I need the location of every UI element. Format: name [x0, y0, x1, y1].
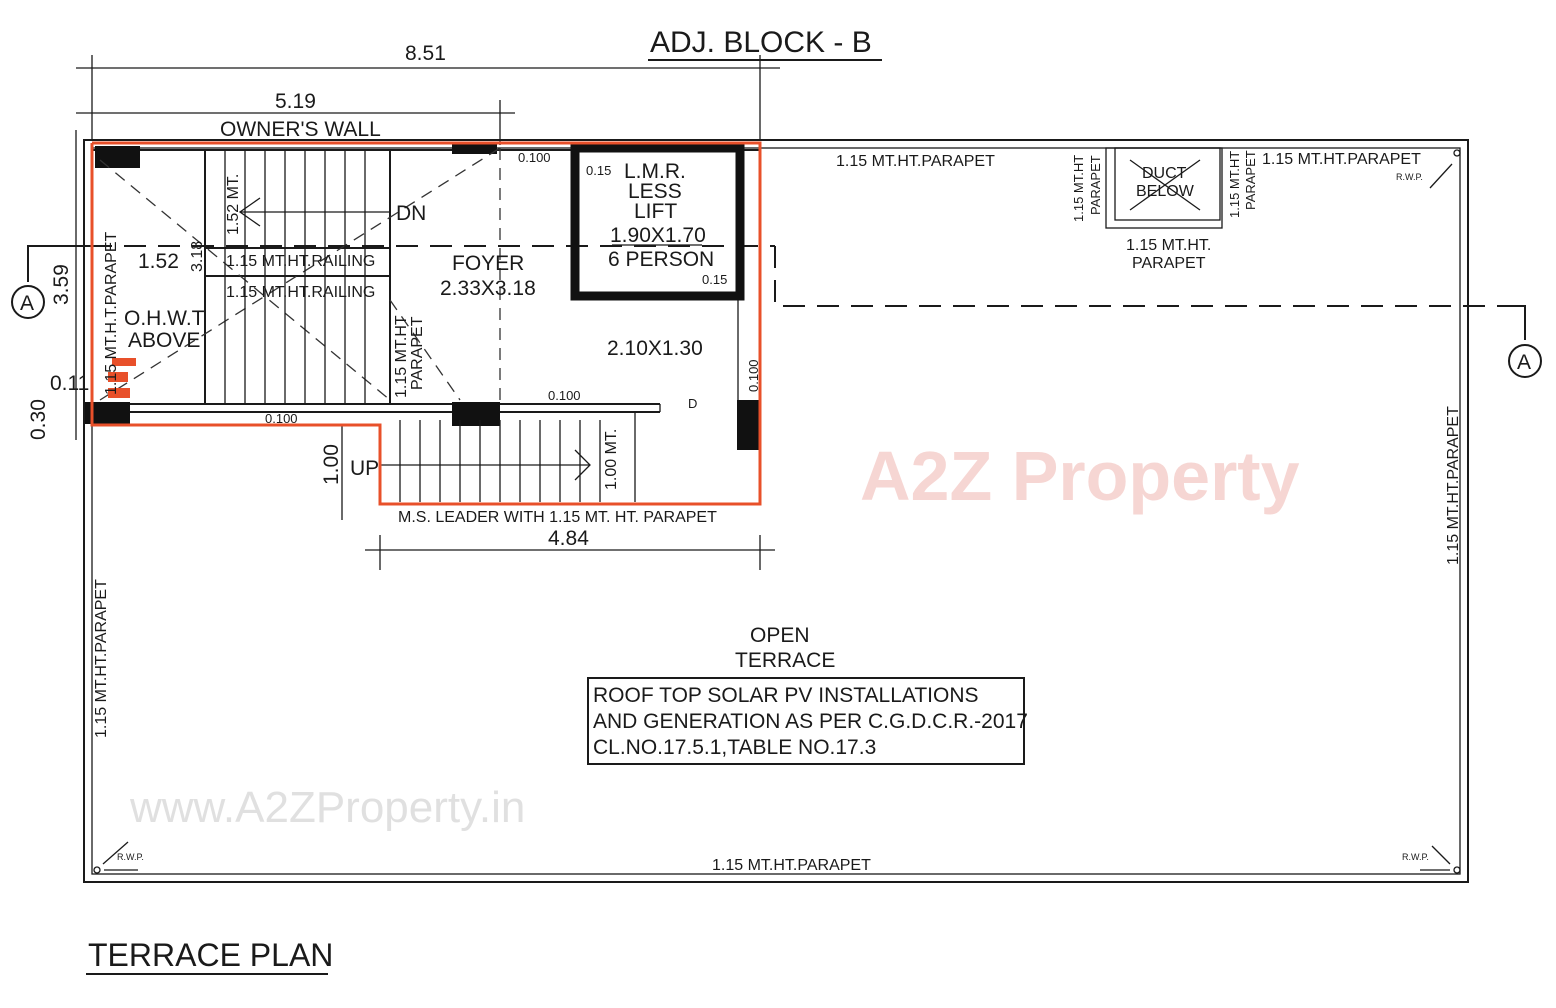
solar-note-box: [587, 677, 1025, 765]
duct-bottom-parapet-2: PARAPET: [1132, 255, 1206, 272]
less-label: LESS: [628, 180, 682, 203]
lift-capacity: 6 PERSON: [608, 248, 714, 271]
door-label: D: [688, 396, 697, 411]
tank-symbol-icon: [108, 358, 136, 398]
duct-label-1: DUCT: [1142, 165, 1187, 182]
rwp-label-top-right: R.W.P.: [1396, 172, 1423, 182]
duct-right-parapet-2: PARAPET: [1243, 150, 1258, 210]
core-walls: [85, 143, 760, 502]
stair-depth-dim: 3.18: [189, 241, 206, 272]
wall-thickness-d: 0.100: [265, 411, 298, 426]
wall-thickness-a: 0.100: [518, 150, 551, 165]
above-label: ABOVE: [128, 329, 200, 352]
lift-wall-a: 0.15: [586, 163, 611, 178]
flight-length-dim: 1.52 MT.: [225, 174, 242, 235]
dn-label: DN: [396, 202, 426, 225]
wall-thickness-b: 0.100: [746, 359, 761, 392]
plan-title: TERRACE PLAN: [88, 937, 333, 973]
lift-wall-b: 0.15: [702, 272, 727, 287]
up-label: UP: [350, 457, 379, 480]
dim-offset: 0.11: [50, 372, 89, 395]
duct-label-2: BELOW: [1136, 183, 1195, 200]
wall-thickness-c: 0.100: [548, 388, 581, 403]
rwp-label-bottom-left: R.W.P.: [117, 852, 144, 862]
duct-left-parapet-1: 1.15 MT.HT: [1071, 155, 1086, 222]
stair-flight-dim: 1.52: [138, 250, 179, 273]
rwp-label-bottom-right: R.W.P.: [1402, 852, 1429, 862]
lift-size: 1.90X1.70: [610, 224, 706, 247]
watermark-logo: A2Z Property: [860, 437, 1300, 515]
duct-left-parapet-2: PARAPET: [1088, 155, 1103, 215]
section-marker-left: A: [20, 292, 34, 315]
solar-note-line-2: AND GENERATION AS PER C.G.D.C.R.-2017: [593, 710, 1028, 733]
leader-flight-dim: 1.00 MT.: [603, 429, 620, 490]
section-marker-right: A: [1517, 351, 1531, 374]
terrace-boundary: [83, 139, 1469, 883]
lobby-size: 2.10X1.30: [607, 337, 703, 360]
right-parapet-label: 1.15 MT.HT.PARAPET: [1445, 406, 1462, 565]
dim-depth: 3.59: [50, 264, 73, 305]
bottom-parapet-label: 1.15 MT.HT.PARAPET: [712, 857, 871, 874]
lmr-label: L.M.R.: [624, 160, 686, 183]
foyer-size: 2.33X3.18: [440, 277, 536, 300]
owners-wall-label: OWNER'S WALL: [220, 118, 381, 141]
title: ADJ. BLOCK - B: [650, 26, 872, 59]
rwp-symbols: [93, 149, 1461, 874]
stair-treads: [224, 150, 601, 502]
leader-label: M.S. LEADER WITH 1.15 MT. HT. PARAPET: [398, 509, 717, 526]
dimension-lines: [75, 55, 780, 570]
dim-overall-width: 8.51: [405, 42, 446, 65]
mid-parapet-2: PARAPET: [409, 316, 426, 390]
dim-leader-depth: 1.00: [320, 444, 343, 485]
duct-bottom-parapet-1: 1.15 MT.HT.: [1126, 237, 1211, 254]
duct: [1105, 147, 1223, 229]
solar-note-line-1: ROOF TOP SOLAR PV INSTALLATIONS: [593, 684, 979, 707]
mid-parapet-1: 1.15 MT.HT: [393, 315, 410, 398]
open-label: OPEN: [750, 624, 810, 647]
solar-note-line-3: CL.NO.17.5.1,TABLE NO.17.3: [593, 736, 876, 759]
dim-leader-length: 4.84: [548, 527, 589, 550]
foyer-label: FOYER: [452, 252, 524, 275]
left-stair-parapet: 1.15 MT.H.T.PARAPET: [103, 231, 120, 395]
top-parapet-label: 1.15 MT.HT.PARAPET: [836, 153, 995, 170]
duct-right-parapet-1: 1.15 MT.HT: [1227, 151, 1242, 218]
watermark-url: www.A2ZProperty.in: [129, 783, 525, 832]
ohwt-label: O.H.W.T: [124, 307, 205, 330]
top-right-parapet-label: 1.15 MT.HT.PARAPET: [1262, 151, 1421, 168]
dim-wall: 0.30: [27, 399, 50, 440]
terrace-label: TERRACE: [735, 649, 835, 672]
left-parapet-label: 1.15 MT.HT.PARAPET: [93, 579, 110, 738]
railing-label-1: 1.15 MT.HT.RAILING: [226, 253, 375, 270]
railing-label-2: 1.15 MT.HT.RAILING: [226, 284, 375, 301]
property-outline: [90, 141, 762, 506]
lift-label: LIFT: [634, 200, 677, 223]
dim-stair-width: 5.19: [275, 90, 316, 113]
